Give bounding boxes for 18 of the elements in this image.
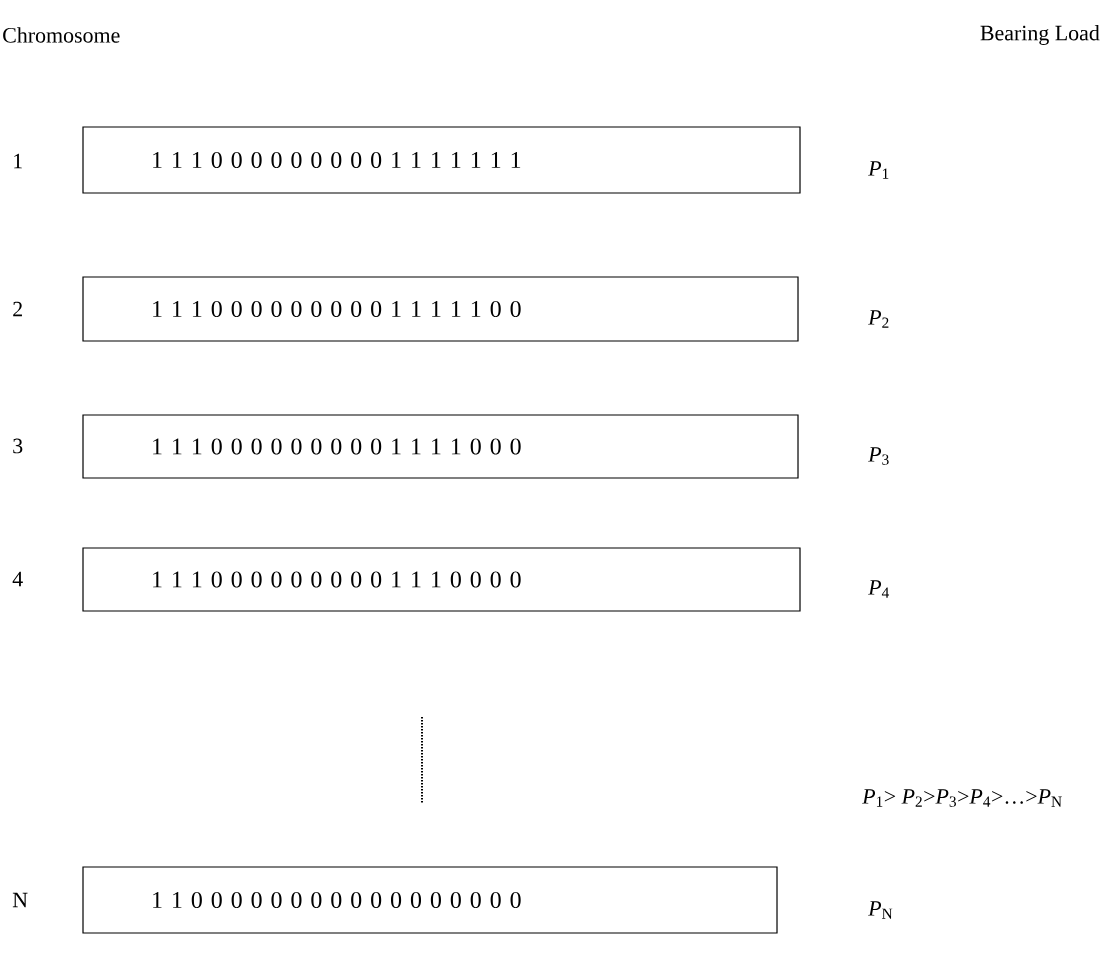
- load-label: P$_{4}$: [868, 580, 890, 598]
- load-label: P$_{3}$: [868, 447, 889, 465]
- load-label: P$_{2}$: [868, 310, 889, 328]
- chromosome-box: 1 1 1 0 0 0 0 0 0 0 0 0 1 1 1 1 1 0 0: [82, 276, 799, 342]
- load-label: P$_{1}$: [868, 161, 889, 179]
- column-heading: Chromosome: [3, 27, 120, 43]
- row-number: 1: [14, 153, 22, 169]
- row-number: 4: [12, 571, 23, 587]
- row-number: 2: [13, 301, 22, 317]
- load-label: P$_{N}$: [868, 901, 893, 919]
- column-heading: Bearing Load: [980, 25, 1100, 45]
- chromosome-box: 1 1 1 0 0 0 0 0 0 0 0 0 1 1 1 0 0 0 0: [82, 547, 801, 612]
- chromosome-box: 1 1 0 0 0 0 0 0 0 0 0 0 0 0 0 0 0 0 0: [82, 866, 778, 934]
- inequality-label: P$_{1}$> P$_{2}$>P$_{3}$>P$_{4}$>…>P$_{N}$: [862, 789, 1062, 807]
- row-number: N: [12, 892, 28, 908]
- row-number: 3: [13, 438, 23, 454]
- chromosome-box: 1 1 1 0 0 0 0 0 0 0 0 0 1 1 1 1 0 0 0: [82, 414, 799, 479]
- chromosome-box: 1 1 1 0 0 0 0 0 0 0 0 0 1 1 1 1 1 1 1: [82, 126, 801, 194]
